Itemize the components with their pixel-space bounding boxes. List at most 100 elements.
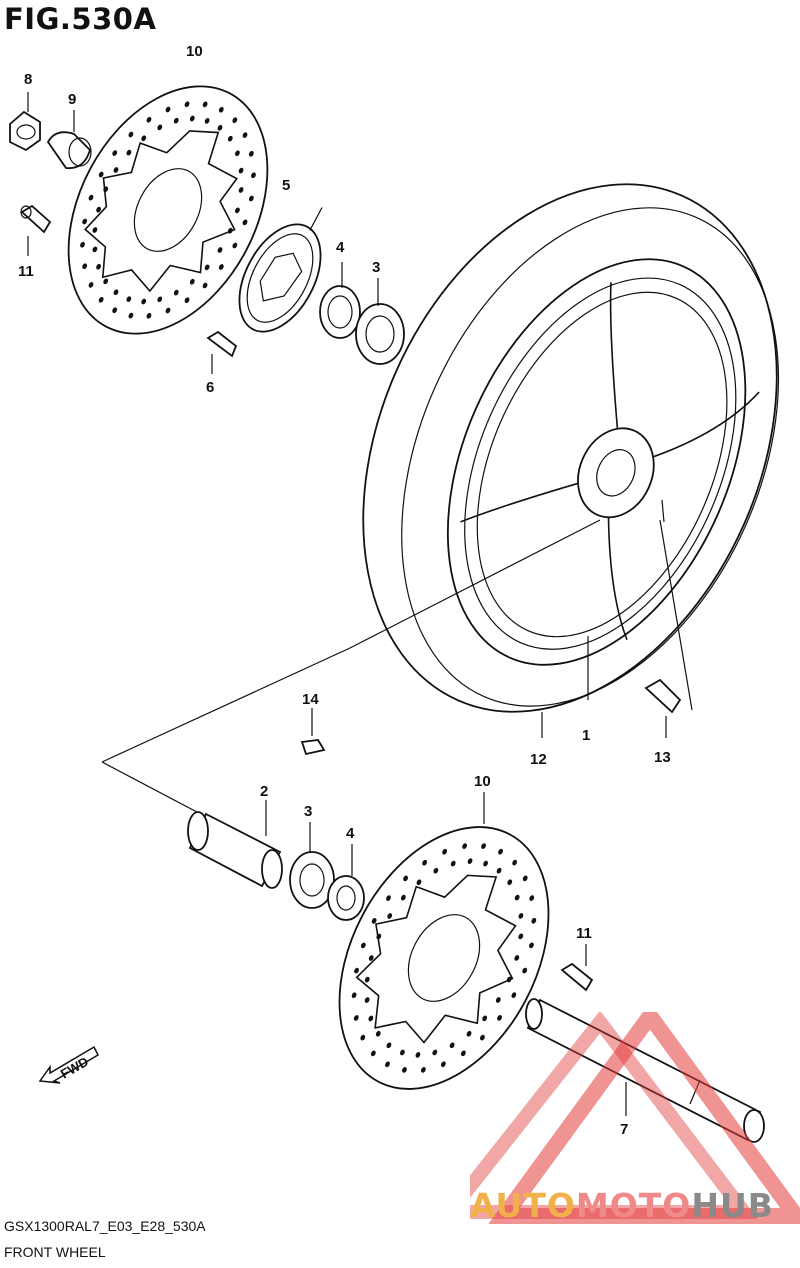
watermark-text: AUTOMOTOHUB bbox=[470, 1186, 774, 1225]
balancer-weight-14 bbox=[300, 708, 326, 756]
disc-hole bbox=[128, 131, 134, 138]
disc-hole bbox=[248, 150, 254, 157]
disc-hole bbox=[386, 1042, 392, 1049]
disc-hole bbox=[112, 307, 118, 314]
disc-hole bbox=[364, 976, 370, 983]
disc-hole bbox=[92, 227, 98, 233]
figure-name: FRONT WHEEL bbox=[4, 1244, 106, 1260]
disc-hole bbox=[529, 895, 535, 901]
disc-hole bbox=[242, 132, 248, 138]
disc-hole bbox=[495, 997, 501, 1003]
disc-hole bbox=[415, 1052, 421, 1058]
disc-hole bbox=[460, 1050, 466, 1057]
disc-hole bbox=[522, 967, 528, 974]
watermark-part-hub: HUB bbox=[691, 1186, 774, 1225]
forward-direction-icon: FWD bbox=[38, 1045, 99, 1084]
disc-hole bbox=[462, 843, 468, 849]
bearing-3-upper bbox=[355, 278, 405, 365]
callout-8: 8 bbox=[24, 71, 32, 88]
disc-hole bbox=[82, 218, 88, 225]
callout-11-lower: 11 bbox=[576, 925, 592, 942]
figure-title: FIG.530A bbox=[4, 2, 157, 36]
disc-hole bbox=[202, 101, 208, 108]
disc-hole bbox=[82, 263, 88, 270]
screw-11-upper bbox=[20, 204, 52, 256]
callout-5: 5 bbox=[282, 177, 290, 194]
disc-hole bbox=[432, 1049, 438, 1056]
callout-4-lower: 4 bbox=[346, 825, 355, 842]
disc-hole bbox=[146, 312, 152, 319]
callout-10-upper: 10 bbox=[186, 43, 203, 60]
disc-hole bbox=[128, 312, 134, 319]
callout-11-upper: 11 bbox=[18, 263, 34, 280]
disc-hole bbox=[416, 879, 422, 886]
callout-6: 6 bbox=[206, 379, 214, 396]
disc-hole bbox=[126, 149, 132, 156]
disc-hole bbox=[481, 843, 486, 849]
collar-9 bbox=[46, 110, 92, 170]
disc-hole bbox=[218, 106, 224, 113]
disc-hole bbox=[375, 1030, 381, 1037]
watermark-part-moto: MOTO bbox=[575, 1186, 692, 1225]
disc-hole bbox=[514, 894, 520, 901]
disc-hole bbox=[507, 879, 513, 886]
disc-hole bbox=[403, 875, 408, 882]
disc-hole bbox=[173, 289, 179, 296]
callout-10-lower: 10 bbox=[474, 773, 491, 790]
disc-hole bbox=[422, 859, 428, 866]
disc-hole bbox=[353, 1015, 359, 1021]
disc-hole bbox=[157, 124, 163, 131]
callout-13: 13 bbox=[654, 749, 671, 766]
disc-hole bbox=[238, 167, 244, 174]
disc-hole bbox=[529, 942, 534, 949]
disc-hole bbox=[113, 167, 119, 173]
disc-hole bbox=[360, 942, 366, 949]
disc-hole bbox=[98, 171, 104, 178]
disc-hole bbox=[96, 206, 101, 213]
bolt-6 bbox=[206, 330, 238, 374]
disc-hole bbox=[522, 875, 528, 882]
callout-7: 7 bbox=[620, 1121, 628, 1138]
disc-hole bbox=[112, 150, 118, 156]
disc-hole bbox=[173, 117, 179, 124]
disc-hole bbox=[368, 1015, 374, 1022]
disc-hole bbox=[420, 1067, 426, 1073]
watermark-logo bbox=[470, 1012, 800, 1224]
disc-hole bbox=[232, 242, 238, 249]
disc-hole bbox=[235, 150, 240, 157]
disc-hole bbox=[442, 848, 448, 855]
disc-hole bbox=[235, 207, 240, 214]
disc-hole bbox=[497, 1015, 502, 1021]
callout-9: 9 bbox=[68, 91, 76, 108]
disc-hole bbox=[92, 246, 98, 253]
disc-hole bbox=[514, 955, 520, 961]
callout-14: 14 bbox=[302, 691, 319, 708]
disc-hole bbox=[518, 933, 524, 940]
disc-hole bbox=[146, 116, 152, 123]
sensor-rotor-5 bbox=[238, 207, 323, 333]
disc-hole bbox=[184, 101, 190, 108]
callout-3-upper: 3 bbox=[372, 259, 380, 276]
disc-hole bbox=[238, 187, 244, 193]
disc-hole bbox=[165, 307, 171, 314]
disc-hole bbox=[204, 118, 210, 124]
disc-hole bbox=[496, 867, 502, 874]
disc-hole bbox=[88, 194, 94, 201]
disc-hole bbox=[227, 135, 233, 142]
callout-12: 12 bbox=[530, 751, 547, 768]
disc-hole bbox=[400, 894, 406, 901]
disc-bolt-8 bbox=[9, 92, 41, 152]
disc-hole bbox=[251, 172, 256, 179]
disc-hole bbox=[480, 1034, 485, 1041]
disc-hole bbox=[511, 992, 517, 998]
disc-hole bbox=[204, 264, 210, 271]
disc-hole bbox=[103, 278, 109, 285]
disc-hole bbox=[248, 195, 254, 202]
callout-1: 1 bbox=[582, 727, 590, 744]
wheel-assembly bbox=[362, 183, 780, 713]
disc-hole bbox=[354, 967, 359, 974]
disc-hole bbox=[371, 918, 377, 924]
disc-hole bbox=[483, 860, 489, 867]
figure-code: GSX1300RAL7_E03_E28_530A bbox=[4, 1218, 206, 1234]
